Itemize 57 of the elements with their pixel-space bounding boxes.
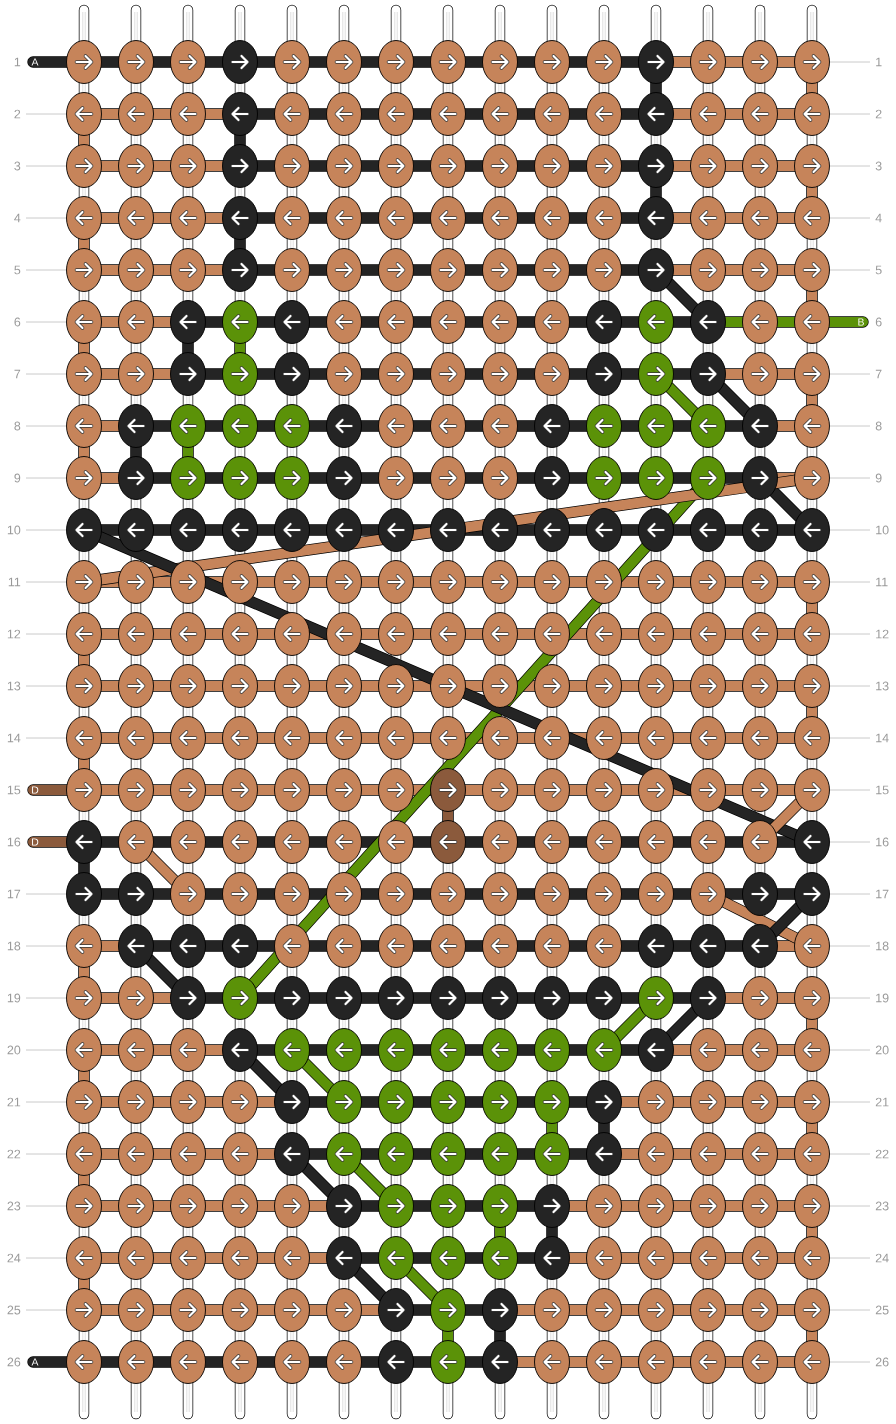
row-number: 21	[875, 1097, 889, 1107]
row-number: 17	[7, 889, 21, 899]
row-number: 17	[876, 889, 889, 899]
row-number: 3	[875, 161, 882, 171]
thread-letter: B	[858, 318, 864, 326]
row-number: 12	[876, 629, 889, 639]
row-number: 6	[875, 317, 882, 327]
row-number: 20	[7, 1045, 21, 1055]
row-number: 19	[876, 993, 889, 1003]
row-number: 7	[875, 369, 882, 379]
row-number: 3	[14, 161, 21, 171]
row-number: 13	[876, 681, 889, 691]
row-number: 24	[875, 1253, 889, 1263]
row-number: 20	[875, 1045, 889, 1055]
row-number: 26	[875, 1357, 889, 1367]
row-number: 9	[14, 473, 21, 483]
row-number: 18	[7, 941, 21, 951]
row-number: 19	[7, 993, 21, 1003]
row-number: 6	[14, 317, 21, 327]
row-number: 14	[7, 733, 21, 743]
row-number: 15	[876, 785, 889, 795]
row-number: 24	[7, 1253, 21, 1263]
row-number: 9	[875, 473, 882, 483]
row-number: 22	[7, 1149, 21, 1159]
row-number: 2	[875, 109, 882, 119]
thread-letter: D	[32, 838, 39, 846]
row-number: 12	[7, 629, 21, 639]
row-number: 1	[14, 57, 21, 67]
row-number: 1	[876, 57, 882, 67]
row-number: 4	[14, 213, 21, 223]
row-number: 16	[7, 837, 21, 847]
row-number: 11	[876, 577, 888, 587]
row-number: 10	[7, 525, 21, 535]
row-number: 25	[875, 1305, 889, 1315]
row-number: 26	[7, 1357, 21, 1367]
row-number: 15	[7, 785, 21, 795]
row-number: 4	[875, 213, 882, 223]
row-number: 8	[875, 421, 882, 431]
row-number: 22	[875, 1149, 889, 1159]
row-number: 8	[14, 421, 21, 431]
row-number: 2	[14, 109, 21, 119]
row-number: 5	[14, 265, 21, 275]
row-number: 16	[876, 837, 889, 847]
row-number: 23	[7, 1201, 21, 1211]
row-number: 14	[876, 733, 889, 743]
row-number: 18	[876, 941, 889, 951]
row-number: 5	[875, 265, 882, 275]
row-number: 7	[14, 369, 21, 379]
row-number: 21	[7, 1097, 21, 1107]
thread-letter: A	[31, 1358, 39, 1366]
row-number: 23	[875, 1201, 889, 1211]
thread-letter: A	[31, 58, 39, 66]
row-number: 10	[876, 525, 889, 535]
row-number: 25	[7, 1305, 21, 1315]
row-number: 11	[8, 577, 21, 587]
row-number: 13	[7, 681, 21, 691]
thread-letter: D	[32, 786, 39, 794]
